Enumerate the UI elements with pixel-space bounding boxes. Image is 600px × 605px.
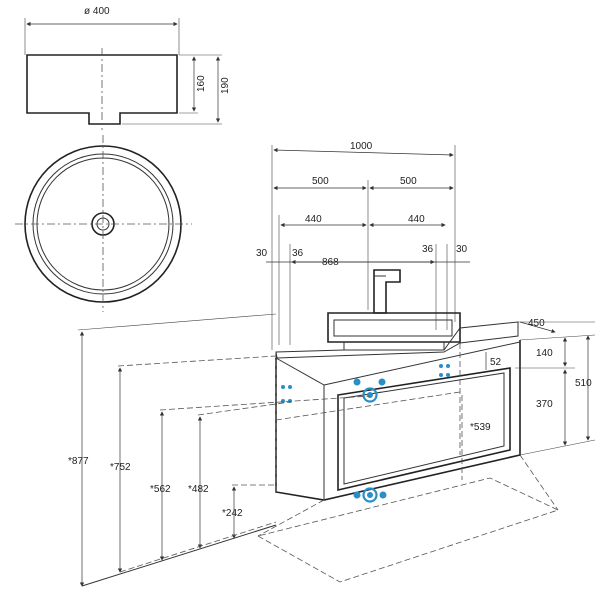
basin-side-view: ø 400 160 190 — [24, 6, 231, 130]
width-30-left-label: 30 — [256, 248, 268, 259]
plumbing-points — [281, 364, 450, 503]
height-52-label: 52 — [490, 357, 502, 368]
width-440-left-label: 440 — [305, 214, 322, 225]
basin-top-view — [15, 135, 192, 312]
height-482-label: *482 — [188, 484, 209, 495]
height-510-label: 510 — [575, 378, 592, 389]
right-dimensions: 450 140 370 510 52 *539 — [461, 318, 596, 480]
width-30-right-label: 30 — [456, 244, 468, 255]
width-36-left-label: 36 — [292, 248, 304, 259]
width-dimensions: 1000 500 500 440 440 30 36 868 36 30 — [256, 141, 470, 350]
height-242-label: *242 — [222, 508, 243, 519]
drain-outlet-icon — [362, 387, 378, 403]
depth-450-label: 450 — [528, 318, 545, 329]
vanity-cabinet — [275, 321, 521, 501]
width-500-left-label: 500 — [312, 176, 329, 187]
height-370-label: 370 — [536, 399, 553, 410]
height-140-label: 140 — [536, 348, 553, 359]
left-dimensions: *877 *752 *562 *482 *242 — [68, 313, 371, 587]
fixing-point-icon — [281, 385, 285, 389]
basin-box — [327, 312, 461, 343]
height-539-label: *539 — [470, 422, 491, 433]
height-562-label: *562 — [150, 484, 171, 495]
width-36-right-label: 36 — [422, 244, 434, 255]
diameter-label: ø 400 — [84, 6, 110, 17]
floor-drain-icon — [362, 487, 378, 503]
width-1000-label: 1000 — [350, 141, 373, 152]
width-440-right-label: 440 — [408, 214, 425, 225]
width-868-label: 868 — [322, 257, 339, 268]
width-500-right-label: 500 — [400, 176, 417, 187]
height-190-label: 190 — [220, 77, 231, 94]
height-877-label: *877 — [68, 456, 89, 467]
height-752-label: *752 — [110, 462, 131, 473]
floor-projection — [256, 454, 560, 583]
faucet-and-basin — [327, 269, 461, 350]
height-160-label: 160 — [196, 75, 207, 92]
water-inlet-icon — [353, 378, 361, 386]
